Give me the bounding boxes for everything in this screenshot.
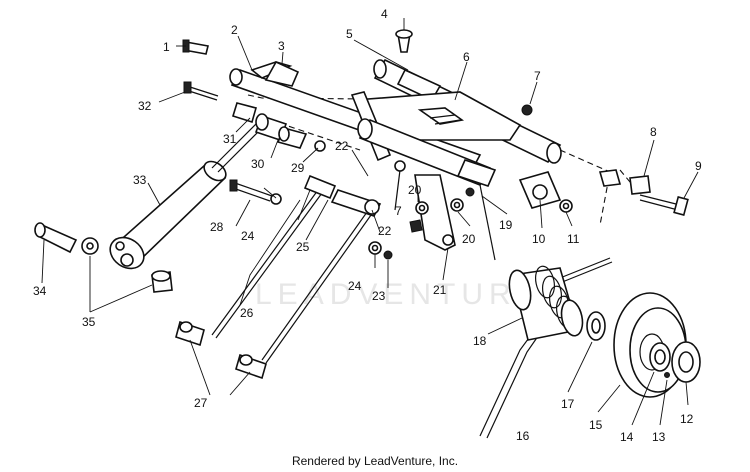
callout-3: 3 — [278, 39, 285, 53]
callout-17: 17 — [561, 397, 575, 411]
callout-6: 6 — [463, 50, 470, 64]
callout-22a: 22 — [335, 139, 349, 153]
callout-24b: 24 — [348, 279, 362, 293]
small-bushings — [232, 102, 326, 152]
callout-32: 32 — [138, 99, 152, 113]
callout-11: 11 — [567, 232, 580, 246]
callout-30: 30 — [251, 157, 265, 171]
callout-5: 5 — [346, 27, 353, 41]
callout-29: 29 — [291, 161, 305, 175]
callout-9: 9 — [695, 159, 702, 173]
callout-7a: 7 — [534, 69, 541, 83]
footer-credit: Rendered by LeadVenture, Inc. — [291, 454, 459, 468]
callout-35: 35 — [82, 315, 96, 329]
callout-26: 26 — [240, 306, 254, 320]
callout-33: 33 — [133, 173, 147, 187]
nuts-washers — [270, 104, 651, 260]
callout-31: 31 — [223, 132, 237, 146]
spring-drum — [508, 265, 584, 341]
callout-1: 1 — [163, 40, 170, 54]
callout-25: 25 — [296, 240, 310, 254]
callout-15: 15 — [589, 418, 603, 432]
callout-numbers: 1 2 3 4 5 6 7 7 8 9 10 11 12 13 14 15 16… — [33, 7, 702, 444]
callout-14: 14 — [620, 430, 634, 444]
tension-arm — [414, 174, 456, 251]
callout-23: 23 — [372, 289, 386, 303]
washer-17 — [586, 311, 606, 341]
callout-22b: 22 — [378, 224, 392, 238]
callout-34: 34 — [33, 284, 47, 298]
callout-16: 16 — [516, 429, 530, 443]
callout-19: 19 — [499, 218, 513, 232]
callout-21: 21 — [433, 283, 447, 297]
callout-20b: 20 — [462, 232, 476, 246]
callout-18: 18 — [473, 334, 487, 348]
hydraulic-cylinder — [109, 119, 267, 270]
callout-28: 28 — [210, 220, 224, 234]
callout-2: 2 — [231, 23, 238, 37]
callout-4: 4 — [381, 7, 388, 21]
watermark: LEADVENTURE — [255, 278, 543, 311]
callout-10: 10 — [532, 232, 546, 246]
callout-20a: 20 — [408, 183, 422, 197]
callout-27: 27 — [194, 396, 208, 410]
callout-12: 12 — [680, 412, 694, 426]
callout-7b: 7 — [395, 204, 402, 218]
pulley — [613, 292, 701, 398]
callout-24a: 24 — [241, 229, 255, 243]
bushings — [34, 222, 173, 293]
leader-lines — [41, 18, 699, 426]
bolts — [182, 29, 689, 217]
lift-rods — [175, 174, 382, 380]
callout-13: 13 — [652, 430, 666, 444]
callout-8: 8 — [650, 125, 657, 139]
